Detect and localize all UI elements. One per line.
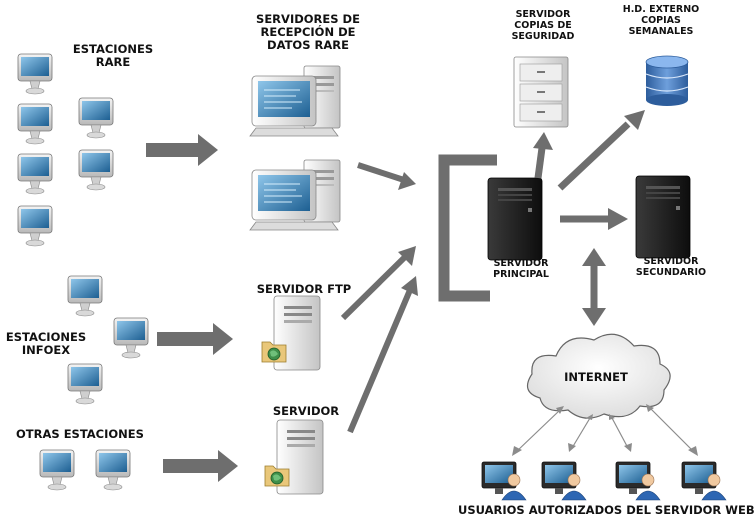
arrowhead <box>398 246 416 266</box>
link-line <box>515 409 561 453</box>
arrow-rare <box>146 134 218 166</box>
label-line: SERVIDOR <box>515 9 571 20</box>
secondary-server-icon <box>635 175 691 259</box>
label-otras-estaciones: OTRAS ESTACIONES <box>16 427 144 441</box>
web-user-icon <box>615 461 661 501</box>
label-line: COPIAS <box>641 14 681 26</box>
label-line: H.D. EXTERNO <box>622 4 700 15</box>
arrow-otras <box>163 450 238 482</box>
generic-server-icon <box>264 419 324 495</box>
label-line: COPIAS DE <box>514 19 572 31</box>
arrowhead <box>608 208 628 230</box>
label-line: ESTACIONES <box>72 42 154 56</box>
link-line <box>611 417 629 449</box>
label-servidor-copias: SERVIDOR COPIAS DE SEGURIDAD <box>504 9 582 43</box>
backup-server-icon <box>513 56 569 128</box>
label-line: DATOS RARE <box>267 38 349 53</box>
monitor-icon <box>113 317 149 359</box>
label-line: SERVIDORES DE <box>256 12 360 26</box>
ftp-server-icon <box>261 295 321 371</box>
monitor-icon <box>17 103 53 145</box>
recepcion-server-1-icon <box>249 65 341 137</box>
monitor-icon <box>39 449 75 491</box>
label-estaciones-infoex: ESTACIONES INFOEX <box>2 330 90 358</box>
arrowhead <box>582 308 606 326</box>
arrowhead <box>401 276 418 296</box>
web-user-icon <box>541 461 587 501</box>
label-usuarios-autorizados: USUARIOS AUTORIZADOS DEL SERVIDOR WEB <box>458 503 755 517</box>
label-line: RECEPCIÓN DE <box>260 25 356 40</box>
label-servidor-secundario: SERVIDOR SECUNDARIO <box>628 256 714 279</box>
monitor-icon <box>67 275 103 317</box>
monitor-icon <box>78 149 114 191</box>
arrow-line <box>557 121 631 191</box>
label-hd-externo: H.D. EXTERNO COPIAS SEMANALES <box>614 4 708 38</box>
label-line: SECUNDARIO <box>635 266 707 278</box>
database-icon <box>645 55 689 106</box>
flow-arrows <box>146 134 238 482</box>
user-links <box>515 407 695 453</box>
user-link-heads <box>512 404 698 456</box>
internet-cloud-icon <box>526 333 671 419</box>
monitor-icon <box>17 153 53 195</box>
right-arrowheads <box>533 110 645 326</box>
main-server-icon <box>487 177 543 261</box>
label-line: ESTACIONES <box>5 330 87 344</box>
link-line <box>571 417 591 449</box>
label-servidor-ftp: SERVIDOR FTP <box>256 282 352 296</box>
connection-bracket <box>438 154 497 302</box>
arrow-heads <box>398 172 418 296</box>
arrow-line <box>340 253 409 321</box>
arrowhead <box>533 132 553 150</box>
arrow-line <box>357 162 405 183</box>
label-line: SERVIDOR <box>493 258 549 269</box>
web-user-icon <box>481 461 527 501</box>
link-arrows <box>340 162 413 434</box>
monitor-icon <box>78 97 114 139</box>
label-estaciones-rare: ESTACIONES RARE <box>70 42 156 70</box>
label-line: SEMANALES <box>628 25 694 37</box>
label-line: INFOEX <box>21 343 71 358</box>
right-arrows <box>534 121 631 310</box>
label-line: SEGURIDAD <box>511 30 575 42</box>
recepcion-server-2-icon <box>249 159 341 231</box>
arrowhead <box>398 172 416 190</box>
arrowhead <box>582 248 606 266</box>
monitor-icon <box>17 205 53 247</box>
label-servidor-principal: SERVIDOR PRINCIPAL <box>476 258 566 281</box>
otras-estaciones-group <box>39 449 131 491</box>
web-user-icon <box>681 461 727 501</box>
label-internet: INTERNET <box>564 370 628 384</box>
estaciones-rare-group <box>17 53 114 247</box>
label-servidor: SERVIDOR <box>272 404 340 418</box>
monitor-icon <box>95 449 131 491</box>
label-line: PRINCIPAL <box>493 268 549 280</box>
label-line: RARE <box>95 55 131 70</box>
monitor-icon <box>67 363 103 405</box>
monitor-icon <box>17 53 53 95</box>
link-line <box>649 407 695 453</box>
arrowhead <box>624 110 645 130</box>
arrow-line <box>347 288 413 434</box>
arrow-infoex <box>157 323 233 355</box>
arrow-line <box>534 147 546 179</box>
label-line: SERVIDOR <box>643 256 699 267</box>
label-servidores-recepcion: SERVIDORES DE RECEPCIÓN DE DATOS RARE <box>250 12 366 53</box>
